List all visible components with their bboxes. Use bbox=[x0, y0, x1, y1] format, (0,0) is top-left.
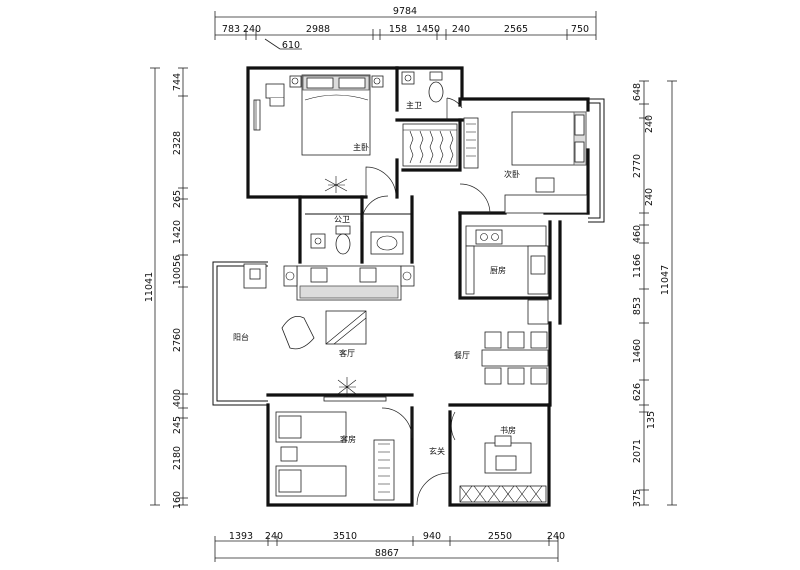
right-dim-11: 375 bbox=[632, 489, 643, 507]
living-room-furniture bbox=[243, 263, 415, 402]
left-dim-7: 245 bbox=[172, 416, 183, 434]
dining-furniture bbox=[481, 299, 549, 385]
master-bath-fixtures bbox=[401, 71, 463, 120]
public-bath-fixtures bbox=[310, 195, 404, 255]
room-labels: 主卧 主卫 次卧 公卫 厨房 阳台 客厅 餐厅 客房 玄关 书房 bbox=[233, 100, 520, 456]
top-dim-7: 750 bbox=[571, 24, 589, 35]
label-dining-room: 餐厅 bbox=[454, 351, 470, 360]
left-dim-6: 400 bbox=[172, 389, 183, 407]
right-dim-10: 2071 bbox=[632, 439, 643, 463]
right-dim-8: 626 bbox=[632, 383, 643, 401]
bottom-dim-1: 240 bbox=[265, 531, 283, 542]
kitchen-fixtures bbox=[465, 225, 549, 295]
right-dim-9: 135 bbox=[646, 411, 657, 429]
top-dim-1: 240 bbox=[243, 24, 261, 35]
bottom-dimensions: 1393 240 3510 940 2550 240 8867 bbox=[214, 531, 565, 562]
label-balcony: 阳台 bbox=[233, 332, 249, 342]
label-second-bedroom: 次卧 bbox=[504, 169, 520, 179]
guest-room-furniture bbox=[275, 407, 413, 501]
left-dim-2: 265 bbox=[172, 190, 183, 208]
top-overall-dim: 9784 bbox=[393, 6, 417, 17]
bottom-dim-3: 940 bbox=[423, 531, 441, 542]
bottom-overall-dim: 8867 bbox=[375, 548, 399, 559]
left-dim-9: 160 bbox=[172, 491, 183, 509]
label-kitchen: 厨房 bbox=[490, 265, 506, 275]
left-dim-1: 2328 bbox=[172, 131, 183, 155]
label-guest-room: 客房 bbox=[340, 434, 356, 444]
top-dim-3: 158 bbox=[389, 24, 407, 35]
right-dim-1: 240 bbox=[644, 115, 655, 133]
label-public-bath: 公卫 bbox=[334, 215, 350, 224]
top-dim-callout: 610 bbox=[282, 40, 300, 51]
top-dim-4: 1450 bbox=[416, 24, 440, 35]
label-master-bath: 主卫 bbox=[406, 100, 422, 110]
walls bbox=[246, 66, 590, 507]
left-dim-8: 2180 bbox=[172, 446, 183, 470]
right-dim-6: 853 bbox=[632, 297, 643, 315]
right-dim-0: 648 bbox=[632, 83, 643, 101]
left-dim-0: 744 bbox=[172, 73, 183, 91]
left-dim-3: 1420 bbox=[172, 220, 183, 244]
label-master-bedroom: 主卧 bbox=[353, 142, 369, 152]
right-dim-3: 240 bbox=[644, 188, 655, 206]
top-dim-5: 240 bbox=[452, 24, 470, 35]
master-bedroom-furniture bbox=[253, 74, 397, 198]
bottom-dim-4: 2550 bbox=[488, 531, 512, 542]
entrance-door bbox=[416, 472, 450, 506]
top-dimensions: 9784 783 240 2988 158 1450 240 2565 750 … bbox=[214, 6, 597, 51]
top-dim-2: 2988 bbox=[306, 24, 330, 35]
bottom-dim-0: 1393 bbox=[229, 531, 253, 542]
second-bedroom-furniture bbox=[459, 111, 588, 214]
right-overall-dim: 11047 bbox=[660, 265, 671, 295]
bottom-dim-5: 240 bbox=[547, 531, 565, 542]
label-entrance: 玄关 bbox=[429, 446, 445, 456]
left-dimensions: 11041 744 2328 265 1420 10056 2760 400 2… bbox=[144, 67, 188, 509]
top-dim-0: 783 bbox=[222, 24, 240, 35]
top-dim-6: 2565 bbox=[504, 24, 528, 35]
right-dim-5: 1166 bbox=[632, 254, 643, 278]
closet-rack bbox=[402, 117, 479, 169]
left-overall-dim: 11041 bbox=[144, 272, 155, 302]
right-dim-4: 460 bbox=[632, 225, 643, 243]
left-dim-4: 10056 bbox=[172, 255, 183, 285]
balconies bbox=[212, 98, 605, 406]
right-dim-7: 1460 bbox=[632, 339, 643, 363]
right-dimensions: 11047 648 240 2770 240 460 1166 853 1460… bbox=[632, 80, 677, 507]
bottom-dim-2: 3510 bbox=[333, 531, 357, 542]
left-dim-5: 2760 bbox=[172, 328, 183, 352]
label-study: 书房 bbox=[500, 425, 516, 435]
right-dim-2: 2770 bbox=[632, 154, 643, 178]
label-living-room: 客厅 bbox=[339, 348, 355, 358]
study-furniture bbox=[450, 411, 547, 503]
